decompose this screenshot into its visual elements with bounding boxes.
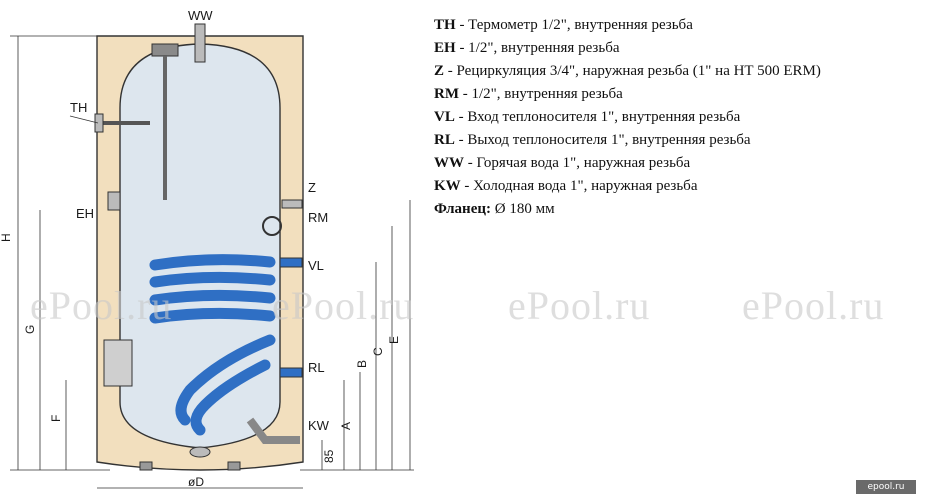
label-ww: WW [188,8,213,23]
rl-pipe [279,367,303,378]
legend-item: KW - Холодная вода 1", наружная резьба [434,178,698,194]
legend-item: WW - Горячая вода 1", наружная резьба [434,155,691,171]
dim-b: B [355,360,369,368]
label-rl: RL [308,360,325,375]
label-vl: VL [308,258,324,273]
legend-item: Фланец: Ø 180 мм [434,201,555,217]
side-flange [103,339,133,387]
rm-socket [262,216,282,236]
label-eh: EH [76,206,94,221]
legend-item: VL - Вход теплоносителя 1", внутренняя р… [434,109,741,125]
kw-pipe [246,417,300,444]
dim-d: øD [188,475,204,489]
watermark: ePool.ru [742,283,885,328]
dim-g: G [23,325,37,334]
vl-pipe [279,257,303,268]
label-rm: RM [308,210,328,225]
anode-cap [151,43,179,57]
dim-e: E [387,336,401,344]
dim-c: C [371,347,385,356]
legend: TH - Термометр 1/2", внутренняя резьба E… [434,14,924,221]
legend-item: RM - 1/2", внутренняя резьба [434,86,623,102]
label-th: TH [70,100,87,115]
foot-right [227,461,241,471]
dim-a: A [339,422,353,430]
site-logo: epool.ru [856,480,916,494]
boiler-diagram: WW TH EH Z RM VL RL KW H G F øD [0,8,414,489]
drain [189,446,211,458]
legend-item: EH - 1/2", внутренняя резьба [434,40,620,56]
eh-socket [107,191,121,211]
legend-item: TH - Термометр 1/2", внутренняя резьба [434,17,693,33]
label-kw: KW [308,418,330,433]
legend-item: Z - Рециркуляция 3/4", наружная резьба (… [434,63,821,79]
ww-pipe [194,23,206,63]
dim-85: 85 [322,449,336,463]
legend-item: RL - Выход теплоносителя 1", внутренняя … [434,132,751,148]
foot-left [139,461,153,471]
th-leader [69,115,99,124]
dim-f: F [49,415,63,422]
label-z: Z [308,180,316,195]
watermark: ePool.ru [508,283,651,328]
dim-h: H [0,233,13,242]
heat-exchanger-coil [149,254,276,436]
z-pipe [281,199,303,209]
th-socket [94,113,104,133]
